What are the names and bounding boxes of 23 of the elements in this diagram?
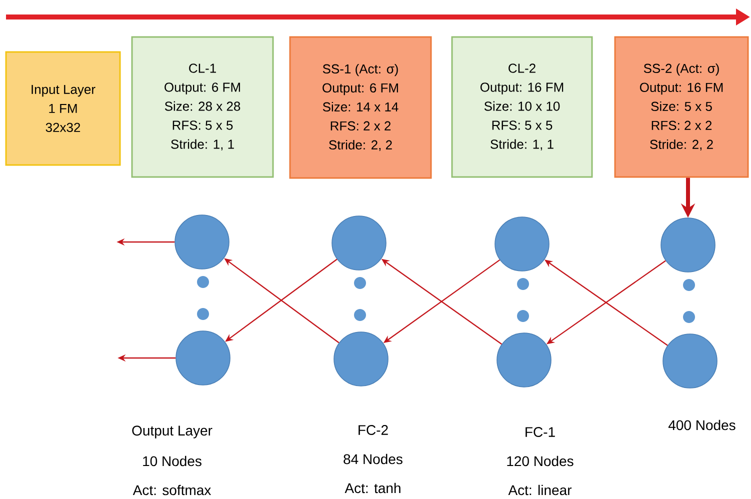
neuron-circle [332, 216, 386, 270]
layer-box: CL-2 Output: 16 FM Size: 10 x 10 RFS: 5 x 5 Stride: 1, 1 [451, 36, 593, 178]
layer-caption: 120 Nodes [507, 456, 574, 466]
layer-box: SS-2 (Act: σ) Output: 16 FM Size: 5 x 5 RFS: 2 x 2 Stride: 2, 2 [614, 36, 749, 178]
layer-caption: Act: tanh [344, 482, 400, 494]
layer-box: Input Layer 1 FM 32x32 [5, 51, 121, 166]
neuron-circle [496, 332, 552, 388]
layer-caption: Act: softmax [132, 484, 212, 496]
layer-caption: FC-2 [358, 425, 388, 435]
neuron-circle [176, 330, 230, 386]
neuron-circle [174, 214, 230, 270]
layer-caption: 84 Nodes [344, 454, 402, 464]
layer-caption: Act: linear [508, 484, 572, 496]
neuron-circle [334, 332, 388, 386]
layer-caption: Output Layer [132, 426, 212, 438]
neuron-circle [662, 334, 718, 388]
layer-box: CL-1 Output: 6 FM Size: 28 x 28 RFS: 5 x 5 Stride: 1, 1 [131, 36, 274, 178]
layer-caption: 10 Nodes [143, 456, 202, 466]
layer-caption: FC-1 [526, 427, 555, 437]
neuron-circle [660, 218, 716, 272]
layer-box: SS-1 (Act: σ) Output: 6 FM Size: 14 x 14 RFS: 2 x 2 Stride: 2, 2 [289, 36, 432, 179]
neuron-circle [494, 216, 550, 272]
layer-caption: 400 Nodes [668, 420, 736, 430]
